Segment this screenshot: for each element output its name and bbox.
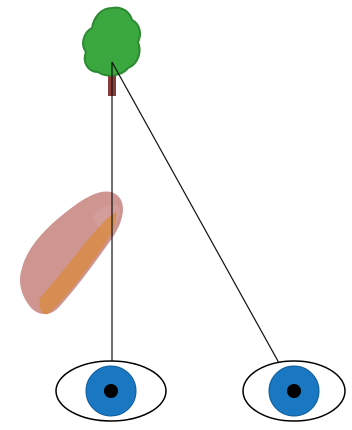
eye-icon	[56, 361, 166, 421]
left-eye-pupil	[104, 384, 118, 398]
sight-line-right-eye	[112, 62, 294, 390]
eye-icon	[243, 361, 345, 421]
right-eye-pupil	[287, 384, 301, 398]
finger-icon	[20, 191, 123, 314]
